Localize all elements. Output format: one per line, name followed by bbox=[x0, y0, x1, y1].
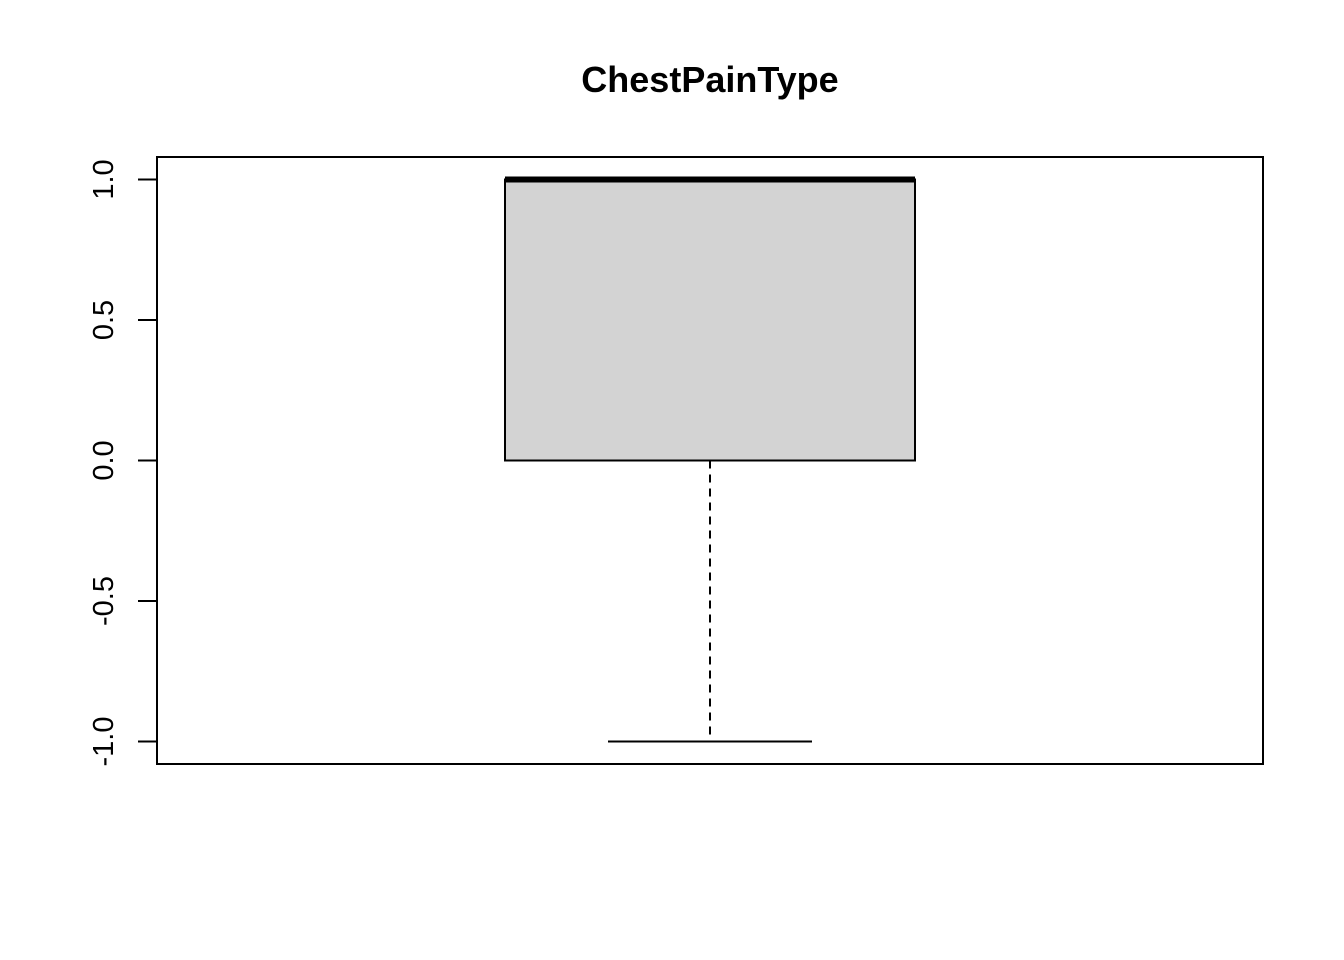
iqr-box bbox=[504, 178, 916, 462]
y-tick-label: 0.0 bbox=[88, 440, 120, 480]
y-axis: -1.0 -0.5 0.0 0.5 1.0 bbox=[88, 159, 157, 767]
box-group bbox=[504, 176, 916, 743]
y-tick-label: 1.0 bbox=[88, 159, 120, 199]
y-tick-label: -1.0 bbox=[88, 717, 120, 767]
y-tick-label: -0.5 bbox=[88, 576, 120, 626]
chart-title: ChestPainType bbox=[581, 59, 838, 100]
y-tick-label: 0.5 bbox=[88, 300, 120, 340]
